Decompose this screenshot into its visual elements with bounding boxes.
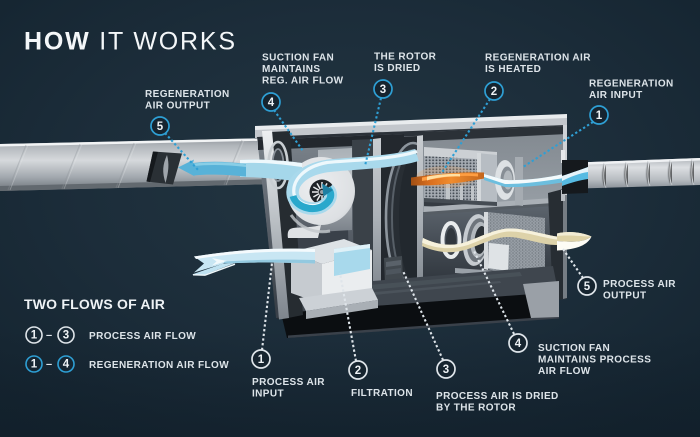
svg-text:SUCTION FAN: SUCTION FAN <box>538 343 610 354</box>
svg-text:2: 2 <box>491 86 497 98</box>
svg-text:FILTRATION: FILTRATION <box>351 388 413 399</box>
svg-text:4: 4 <box>268 97 275 109</box>
svg-text:HOW IT WORKS: HOW IT WORKS <box>24 28 237 56</box>
svg-text:3: 3 <box>63 330 69 342</box>
svg-text:5: 5 <box>584 281 591 293</box>
svg-text:1: 1 <box>596 110 603 122</box>
svg-text:1: 1 <box>31 359 38 371</box>
svg-text:REG. AIR FLOW: REG. AIR FLOW <box>262 76 344 87</box>
svg-text:REGENERATION: REGENERATION <box>589 79 674 90</box>
svg-text:1: 1 <box>258 354 265 366</box>
svg-text:PROCESS AIR IS DRIED: PROCESS AIR IS DRIED <box>436 391 559 402</box>
svg-text:THE ROTOR: THE ROTOR <box>374 52 437 63</box>
svg-text:IS HEATED: IS HEATED <box>485 64 541 75</box>
svg-text:–: – <box>46 359 52 371</box>
svg-text:TWO FLOWS OF AIR: TWO FLOWS OF AIR <box>24 296 165 312</box>
svg-text:2: 2 <box>355 365 361 377</box>
svg-text:PROCESS AIR FLOW: PROCESS AIR FLOW <box>89 331 196 342</box>
svg-text:5: 5 <box>157 121 164 133</box>
svg-text:REGENERATION AIR: REGENERATION AIR <box>485 53 591 64</box>
svg-text:MAINTAINS: MAINTAINS <box>262 64 320 75</box>
svg-text:BY THE ROTOR: BY THE ROTOR <box>436 403 516 414</box>
svg-text:SUCTION FAN: SUCTION FAN <box>262 53 334 64</box>
svg-text:IS DRIED: IS DRIED <box>374 63 421 74</box>
svg-text:4: 4 <box>63 359 70 371</box>
svg-text:OUTPUT: OUTPUT <box>603 291 647 302</box>
svg-text:3: 3 <box>380 84 386 96</box>
svg-text:AIR FLOW: AIR FLOW <box>538 366 591 377</box>
svg-text:MAINTAINS PROCESS: MAINTAINS PROCESS <box>538 355 651 366</box>
svg-text:PROCESS AIR: PROCESS AIR <box>252 377 325 388</box>
svg-text:REGENERATION AIR FLOW: REGENERATION AIR FLOW <box>89 360 229 371</box>
svg-text:3: 3 <box>443 364 449 376</box>
svg-text:PROCESS AIR: PROCESS AIR <box>603 279 676 290</box>
svg-text:4: 4 <box>515 338 522 350</box>
svg-text:AIR OUTPUT: AIR OUTPUT <box>145 101 210 112</box>
svg-text:1: 1 <box>31 330 38 342</box>
svg-text:REGENERATION: REGENERATION <box>145 89 230 100</box>
svg-text:–: – <box>46 330 52 342</box>
svg-text:AIR INPUT: AIR INPUT <box>589 90 643 101</box>
svg-text:INPUT: INPUT <box>252 389 284 400</box>
